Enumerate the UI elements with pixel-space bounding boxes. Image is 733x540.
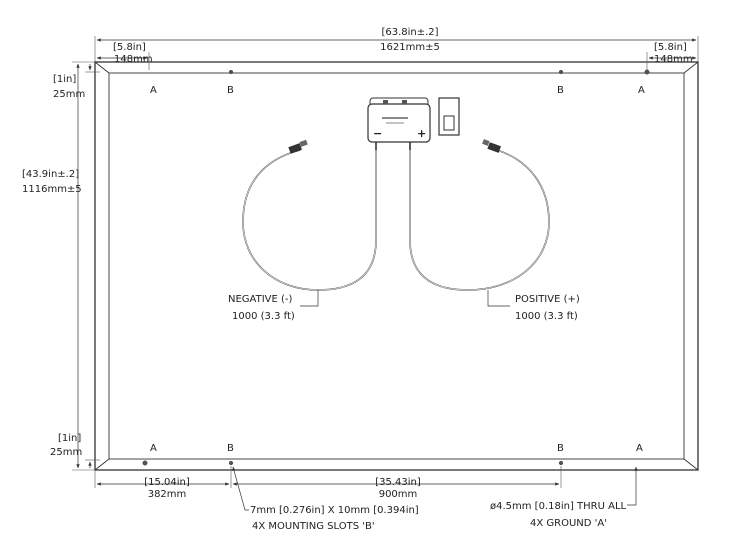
hole-b-top-right — [558, 69, 564, 75]
top-left-offset-mm: 148mm — [114, 54, 153, 65]
label-b-bottom-right: B — [557, 443, 564, 454]
negative-callout: NEGATIVE (-) 1000 (3.3 ft) — [228, 290, 319, 322]
slot-size-note: 7mm [0.276in] X 10mm [0.394in] — [250, 505, 419, 516]
overall-width-mm: 1621mm±5 — [380, 42, 440, 53]
label-a-top-right: A — [638, 85, 645, 96]
top-left-offset-in: [5.8in] — [113, 42, 146, 53]
top-right-offset-in: [5.8in] — [654, 42, 687, 53]
ground-hole-note: ø4.5mm [0.18in] THRU ALL 4X GROUND 'A' — [490, 466, 638, 529]
negative-label: NEGATIVE (-) — [228, 294, 293, 305]
negative-length: 1000 (3.3 ft) — [232, 311, 295, 322]
top-edge-dimension: [1in] 25mm — [53, 64, 100, 100]
top-right-offset-dimension: [5.8in] 148mm — [646, 42, 697, 70]
overall-height-in: [43.9in±.2] — [22, 169, 79, 180]
ground-size-note: ø4.5mm [0.18in] THRU ALL — [490, 501, 627, 512]
label-b-bottom-left: B — [227, 443, 234, 454]
bottom-edge-dimension: [1in] 25mm — [50, 433, 100, 468]
mounting-holes — [142, 69, 650, 466]
left-slot-offset-mm: 382mm — [148, 489, 187, 500]
label-b-top-left: B — [227, 85, 234, 96]
mounting-slot-note: 7mm [0.276in] X 10mm [0.394in] 4X MOUNTI… — [232, 466, 419, 532]
label-a-bottom-right: A — [636, 443, 643, 454]
slot-spacing-mm: 900mm — [379, 489, 418, 500]
positive-label: POSITIVE (+) — [515, 294, 580, 305]
panel-frame — [94, 61, 699, 471]
positive-callout: POSITIVE (+) 1000 (3.3 ft) — [487, 290, 580, 322]
top-edge-mm: 25mm — [53, 89, 85, 100]
junction-box: − + — [367, 97, 431, 150]
overall-width-in: [63.8in±.2] — [381, 27, 438, 38]
top-left-offset-dimension: [5.8in] 148mm — [96, 42, 153, 70]
junction-minus: − — [373, 127, 382, 140]
label-b-top-right: B — [557, 85, 564, 96]
slot-count-note: 4X MOUNTING SLOTS 'B' — [252, 521, 375, 532]
hole-letters: A B B A A B B A — [150, 85, 645, 454]
overall-height-dimension: [43.9in±.2] 1116mm±5 — [22, 61, 95, 471]
left-slot-offset-dimension: [15.04in] 382mm — [94, 466, 232, 500]
slot-spacing-in: [35.43in] — [375, 477, 421, 488]
bottom-edge-mm: 25mm — [50, 447, 82, 458]
ground-count-note: 4X GROUND 'A' — [530, 518, 607, 529]
overall-width-dimension: [63.8in±.2] 1621mm±5 — [94, 27, 699, 62]
slot-spacing-dimension: [35.43in] 900mm — [232, 466, 562, 500]
top-edge-in: [1in] — [53, 74, 76, 85]
positive-cable — [409, 139, 550, 291]
label-a-bottom-left: A — [150, 443, 157, 454]
hole-b-top-left — [228, 69, 234, 75]
left-slot-offset-in: [15.04in] — [144, 477, 190, 488]
junction-plus: + — [417, 127, 426, 140]
hole-b-bottom-right — [558, 460, 564, 466]
label-a-top-left: A — [150, 85, 157, 96]
negative-cable — [242, 139, 377, 291]
top-right-offset-mm: 148mm — [654, 54, 693, 65]
hole-b-bottom-left — [228, 460, 234, 466]
overall-height-mm: 1116mm±5 — [22, 184, 82, 195]
hole-a-bottom-left — [142, 460, 148, 466]
negative-connector — [288, 139, 308, 154]
positive-length: 1000 (3.3 ft) — [515, 311, 578, 322]
hole-a-top-right — [644, 69, 650, 75]
positive-connector — [482, 139, 502, 153]
label-box — [438, 97, 460, 136]
bottom-edge-in: [1in] — [58, 433, 81, 444]
